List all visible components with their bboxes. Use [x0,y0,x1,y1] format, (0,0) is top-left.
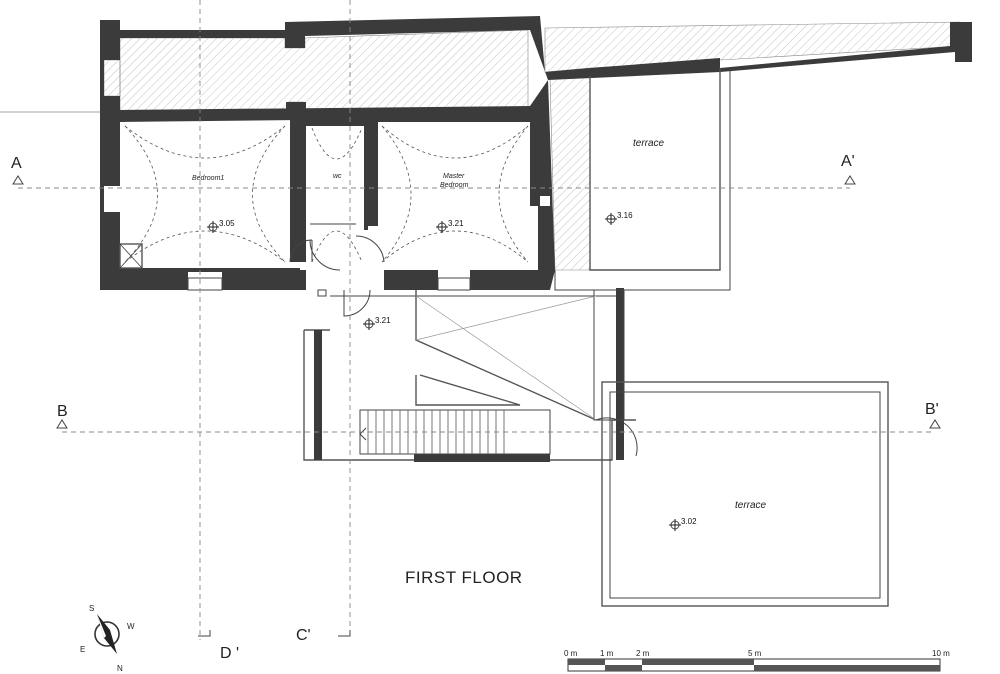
walls [100,16,972,290]
room-label-wc: wc [333,173,342,180]
window-bedroom1 [187,277,223,291]
terrace-top-outline [589,68,721,271]
compass-icon: S W E N [80,604,135,673]
roof-hatch-right [544,21,961,73]
level-terrace-top: 3.16 [617,211,633,220]
section-b-right: B' [925,401,939,418]
level-master: 3.21 [448,219,464,228]
room-label-master-1: Master [443,173,465,180]
doors [289,223,385,317]
scale-1: 1 m [600,649,614,658]
vault-lines [124,125,529,263]
section-lines [0,0,941,640]
roof-hatch-strip [549,71,591,271]
section-a-left: A [11,155,22,172]
drawing-title: FIRST FLOOR [405,568,523,587]
section-a-right: A' [841,153,855,170]
scale-5: 5 m [748,649,762,658]
room-label-terrace-top: terrace [633,138,665,149]
compass-w: W [127,622,135,631]
compass-n: N [117,664,123,673]
level-landing: 3.21 [375,316,391,325]
level-terrace-bottom: 3.02 [681,517,697,526]
scale-0: 0 m [564,649,578,658]
scale-2: 2 m [636,649,650,658]
terrace-bottom-outline [601,381,889,607]
room-label-master-2: Bedroom [440,182,469,189]
level-markers [207,213,681,531]
window-master [437,277,471,291]
compass-e: E [80,645,85,654]
scale-bar: 0 m 1 m 2 m 5 m 10 m [564,649,950,672]
roof-hatch-top [119,29,529,119]
section-d: D ' [220,645,239,662]
level-bedroom1: 3.05 [219,219,235,228]
scale-10: 10 m [932,649,950,658]
compass-s: S [89,604,94,613]
room-label-terrace-bottom: terrace [735,500,767,511]
section-c: C' [296,627,311,644]
window-hatch-left [103,59,121,97]
duct [119,243,143,269]
stair-block [303,288,638,462]
section-b-left: B [57,403,68,420]
room-label-bedroom1: Bedroom1 [192,175,224,182]
